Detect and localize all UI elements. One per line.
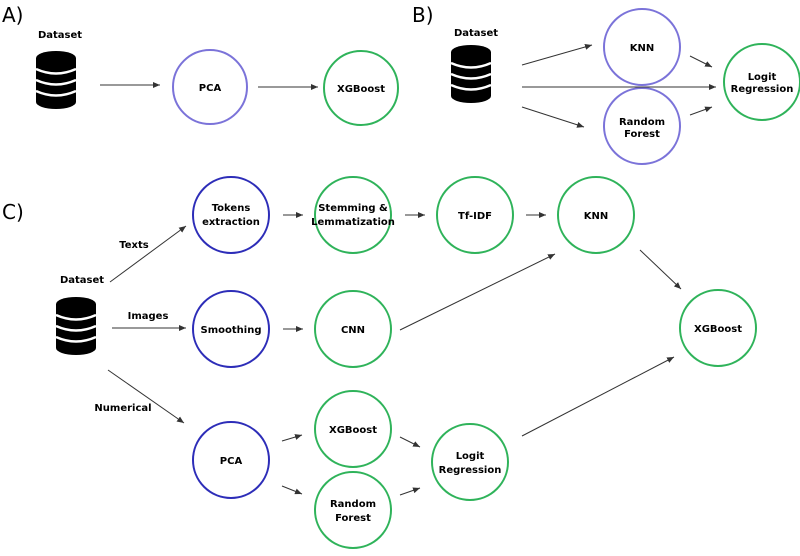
tokens-label-2: extraction [202, 217, 260, 228]
panel-c-database-icon [54, 295, 98, 357]
panel-c-rf-label-2: Forest [335, 513, 371, 524]
panel-c-pca-node [192, 421, 270, 499]
panel-b-rf-node [603, 87, 681, 165]
branch-texts-label: Texts [119, 240, 149, 251]
panel-c-pca-label: PCA [220, 456, 243, 467]
panel-a-dataset-label: Dataset [38, 30, 82, 41]
final-xgboost-label: XGBoost [694, 324, 742, 335]
final-xgboost-node [679, 289, 757, 367]
arrow-c-texts [109, 225, 187, 283]
panel-c-rf-label-1: Random [330, 499, 376, 510]
mid-xgboost-node [314, 390, 392, 468]
panel-a-letter: A) [2, 3, 23, 27]
arrow-c-pca-xgb [281, 434, 303, 442]
panel-b-letter: B) [412, 3, 434, 27]
branch-numerical-label: Numerical [94, 403, 151, 414]
panel-a-pca-node [172, 49, 248, 125]
panel-a-database-icon [34, 49, 78, 111]
arrow-c-logit-xgb [521, 356, 675, 437]
panel-a-xgboost-node [323, 50, 399, 126]
arrow-c-numerical [107, 369, 185, 424]
stemming-node [314, 176, 392, 254]
panel-b-logit-label-2: Regression [731, 84, 794, 95]
panel-c-logit-label-2: Regression [439, 465, 502, 476]
panel-c-logit-label-1: Logit [456, 451, 485, 462]
panel-b-logit-node [723, 43, 800, 121]
panel-b-rf-label-1: Random [619, 117, 665, 128]
cnn-label: CNN [341, 325, 365, 336]
arrow-b1 [521, 44, 593, 66]
panel-c-dataset-label: Dataset [60, 275, 104, 286]
panel-b-dataset-label: Dataset [454, 28, 498, 39]
panel-c-letter: C) [2, 200, 24, 224]
panel-b-logit-label-1: Logit [748, 72, 777, 83]
stemming-label-1: Stemming & [318, 203, 388, 214]
arrow-b5 [689, 106, 713, 116]
smoothing-label: Smoothing [201, 325, 262, 336]
arrow-b3 [521, 106, 585, 128]
tokens-label-1: Tokens [212, 203, 251, 214]
panel-a-pca-label: PCA [199, 83, 222, 94]
panel-c-rf-node [314, 471, 392, 549]
stemming-label-2: Lemmatization [311, 217, 395, 228]
arrow-b4 [689, 55, 713, 68]
tokens-extraction-node [192, 176, 270, 254]
arrow-c-knn-xgb [639, 249, 682, 290]
panel-b-knn-label: KNN [630, 43, 655, 54]
smoothing-node [192, 290, 270, 368]
arrow-c-xgb-logit [399, 436, 421, 448]
panel-c-logit-node [431, 423, 509, 501]
arrow-c-cnn-knn [399, 253, 556, 331]
mid-xgboost-label: XGBoost [329, 425, 377, 436]
tfidf-label: Tf-IDF [458, 211, 492, 222]
panel-b-rf-label-2: Forest [624, 129, 660, 140]
panel-c-knn-label: KNN [584, 211, 609, 222]
panel-a-xgboost-label: XGBoost [337, 84, 385, 95]
panel-c-knn-node [557, 176, 635, 254]
branch-images-label: Images [128, 311, 169, 322]
panel-b-database-icon [449, 43, 493, 105]
arrow-c-rf-logit [399, 487, 421, 496]
panel-b-knn-node [603, 8, 681, 86]
arrow-c-pca-rf [281, 485, 303, 495]
tfidf-node [436, 176, 514, 254]
cnn-node [314, 290, 392, 368]
